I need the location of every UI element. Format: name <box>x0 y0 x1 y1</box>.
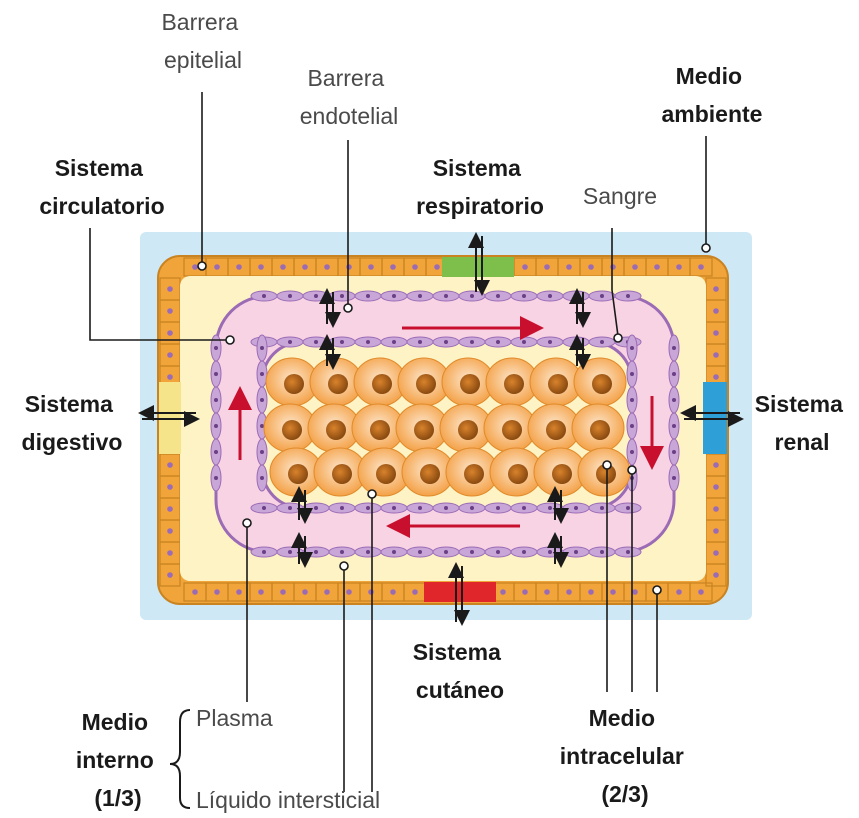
endothelial-cell <box>433 291 459 301</box>
endothelial-cell <box>485 337 511 347</box>
endothelial-cell <box>669 465 679 491</box>
endothelial-cell <box>433 503 459 513</box>
endothelial-cell <box>485 547 511 557</box>
endothelial-cell <box>459 337 485 347</box>
endothelial-cell <box>381 503 407 513</box>
endothelial-cell <box>355 503 381 513</box>
endothelial-cell <box>303 291 329 301</box>
endothelial-cell <box>511 503 537 513</box>
sistema-digestivo-label: Sistema digestivo <box>22 391 123 455</box>
endothelial-cell <box>563 503 589 513</box>
endothelial-cell <box>537 337 563 347</box>
endothelial-cell <box>257 387 267 413</box>
endothelial-cell <box>303 503 329 513</box>
endothelial-cell <box>627 387 637 413</box>
endothelial-cell <box>355 291 381 301</box>
intracellular-cell <box>572 404 624 452</box>
endothelial-cell <box>433 547 459 557</box>
endothelial-cell <box>407 337 433 347</box>
barrera-endotelial-label: Barrera endotelial <box>300 65 398 129</box>
endothelial-cell <box>381 291 407 301</box>
endothelial-cell <box>355 547 381 557</box>
plasma-label: Plasma <box>196 705 273 731</box>
endothelial-cell <box>381 337 407 347</box>
endothelial-cell <box>251 291 277 301</box>
endothelial-cell <box>537 503 563 513</box>
endothelial-cell <box>211 387 221 413</box>
endothelial-cell <box>257 335 267 361</box>
endothelial-cell <box>211 413 221 439</box>
endothelial-cell <box>669 361 679 387</box>
endothelial-cell <box>459 547 485 557</box>
endothelial-cell <box>211 439 221 465</box>
endothelial-cell <box>211 361 221 387</box>
endothelial-cell <box>589 291 615 301</box>
cutaneous-gate <box>424 582 496 602</box>
intracellular-cells <box>264 358 630 496</box>
intracellular-cell <box>578 448 630 496</box>
endothelial-cell <box>251 503 277 513</box>
endothelial-cell <box>329 547 355 557</box>
endothelial-cell <box>407 291 433 301</box>
endothelial-cell <box>381 547 407 557</box>
endothelial-cell <box>211 335 221 361</box>
endothelial-cell <box>303 547 329 557</box>
endothelial-cell <box>303 337 329 347</box>
endothelial-cell <box>669 335 679 361</box>
sistema-renal-label: Sistema renal <box>755 391 850 455</box>
endothelial-cell <box>485 291 511 301</box>
sangre-label: Sangre <box>583 183 657 209</box>
endothelial-cell <box>407 503 433 513</box>
endothelial-cell <box>615 291 641 301</box>
endothelial-cell <box>563 547 589 557</box>
endothelial-cell <box>627 335 637 361</box>
endothelial-cell <box>277 291 303 301</box>
endothelial-cell <box>669 413 679 439</box>
endothelial-cell <box>511 547 537 557</box>
endothelial-cell <box>277 337 303 347</box>
endothelial-cell <box>433 337 459 347</box>
endothelial-cell <box>627 413 637 439</box>
endothelial-cell <box>615 503 641 513</box>
endothelial-cell <box>257 439 267 465</box>
endothelial-cell <box>537 547 563 557</box>
endothelial-cell <box>589 547 615 557</box>
endothelial-cell <box>459 291 485 301</box>
endothelial-cell <box>407 547 433 557</box>
endothelial-cell <box>537 291 563 301</box>
endothelial-cell <box>211 465 221 491</box>
sistema-circulatorio-label: Sistema circulatorio <box>39 155 164 219</box>
endothelial-cell <box>355 337 381 347</box>
sistema-respiratorio-label: Sistema respiratorio <box>416 155 544 219</box>
endothelial-cell <box>511 291 537 301</box>
endothelial-cell <box>485 503 511 513</box>
endothelial-cell <box>669 439 679 465</box>
medio-interno-brace <box>170 710 190 808</box>
liquido-intersticial-label: Líquido intersticial <box>196 787 380 813</box>
endothelial-cell <box>251 547 277 557</box>
sistema-cutaneo-label: Sistema cutáneo <box>413 639 508 703</box>
endothelial-cell <box>459 503 485 513</box>
endothelial-cell <box>627 439 637 465</box>
medio-intracelular-label: Medio intracelular (2/3) <box>560 705 690 807</box>
intracellular-cell <box>574 358 626 406</box>
endothelial-cell <box>511 337 537 347</box>
endothelial-cell <box>329 503 355 513</box>
endothelial-cell <box>669 387 679 413</box>
endothelial-cell <box>615 547 641 557</box>
medio-ambiente-label: Medio ambiente <box>662 63 763 127</box>
endothelial-cell <box>257 465 267 491</box>
endothelial-cell <box>589 503 615 513</box>
endothelial-cell <box>589 337 615 347</box>
endothelial-cell <box>627 361 637 387</box>
respiratory-gate <box>442 257 514 277</box>
medio-interno-label: Medio interno (1/3) <box>76 709 160 811</box>
endothelial-cell <box>257 361 267 387</box>
barrera-epitelial-label: Barrera epitelial <box>161 9 244 73</box>
